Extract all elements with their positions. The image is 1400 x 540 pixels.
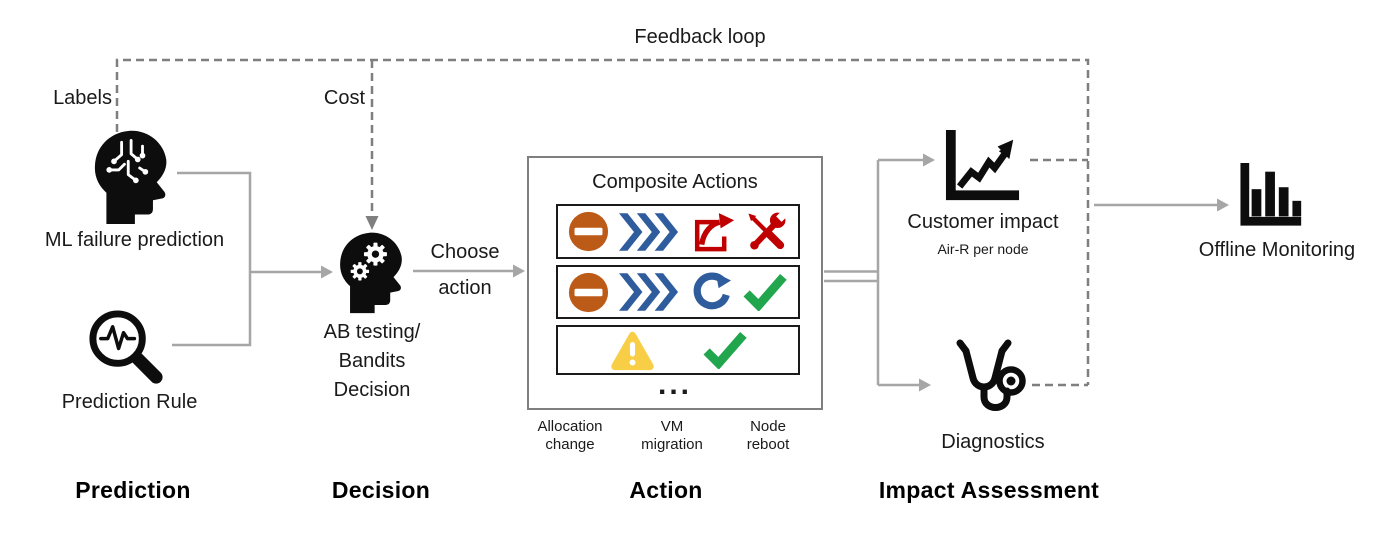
action-row-3 [556, 325, 800, 375]
prediction-to-decision-connector [172, 171, 333, 347]
ellipsis-label: ... [657, 368, 692, 401]
air-r-per-node-label: Air-R per node [937, 241, 1029, 257]
column-label-allocation-change: Allocation change [537, 418, 603, 453]
stage-label-action: Action [629, 477, 703, 503]
labels-annotation: Labels [53, 87, 112, 109]
fast-forward-chevrons-icon [619, 273, 679, 311]
offline-monitoring-bar-chart-icon [1238, 161, 1308, 229]
check-icon [702, 331, 748, 369]
magnifier-icon [85, 306, 169, 390]
customer-impact-chart-icon [943, 128, 1023, 204]
ml-failure-prediction-label: ML failure prediction [44, 229, 225, 251]
choose-action-label-bottom: action [438, 277, 492, 299]
action-row-2 [556, 265, 800, 319]
column-label-vm-migration: VM migration [641, 418, 703, 453]
no-entry-icon [568, 211, 609, 252]
feedback-loop-dashed [115, 58, 1090, 387]
cost-dashed-arrow [365, 60, 379, 230]
warning-icon [609, 330, 656, 371]
repair-tools-icon [745, 210, 788, 253]
stage-label-prediction: Prediction [75, 477, 191, 503]
choose-action-arrow [413, 264, 525, 278]
check-icon [742, 273, 788, 311]
customer-impact-label: Customer impact [907, 211, 1059, 233]
offline-monitoring-arrow [1094, 198, 1229, 212]
offline-monitoring-label: Offline Monitoring [1198, 239, 1356, 261]
stage-label-impact-assessment: Impact Assessment [878, 477, 1100, 503]
action-row-1 [556, 204, 800, 259]
diagnostics-label: Diagnostics [941, 431, 1045, 453]
fast-forward-chevrons-icon [619, 212, 679, 251]
composite-actions-title: Composite Actions [592, 171, 758, 193]
reboot-refresh-icon [690, 271, 732, 313]
move-out-share-icon [690, 211, 735, 253]
prediction-rule-label: Prediction Rule [61, 391, 198, 413]
choose-action-label-top: Choose [430, 241, 500, 263]
ml-head-icon [90, 130, 176, 225]
cost-annotation: Cost [323, 87, 365, 109]
column-label-node-reboot: Node reboot [746, 418, 790, 453]
action-to-impact-connector [824, 153, 935, 392]
ab-testing-label: AB testing/ Bandits Decision [323, 321, 421, 401]
decision-head-icon [336, 232, 410, 314]
feedback-loop-label: Feedback loop [634, 26, 766, 48]
composite-actions-box: Composite Actions [527, 156, 823, 410]
stethoscope-icon [945, 338, 1033, 426]
no-entry-icon [568, 272, 609, 313]
stage-label-decision: Decision [331, 477, 431, 503]
